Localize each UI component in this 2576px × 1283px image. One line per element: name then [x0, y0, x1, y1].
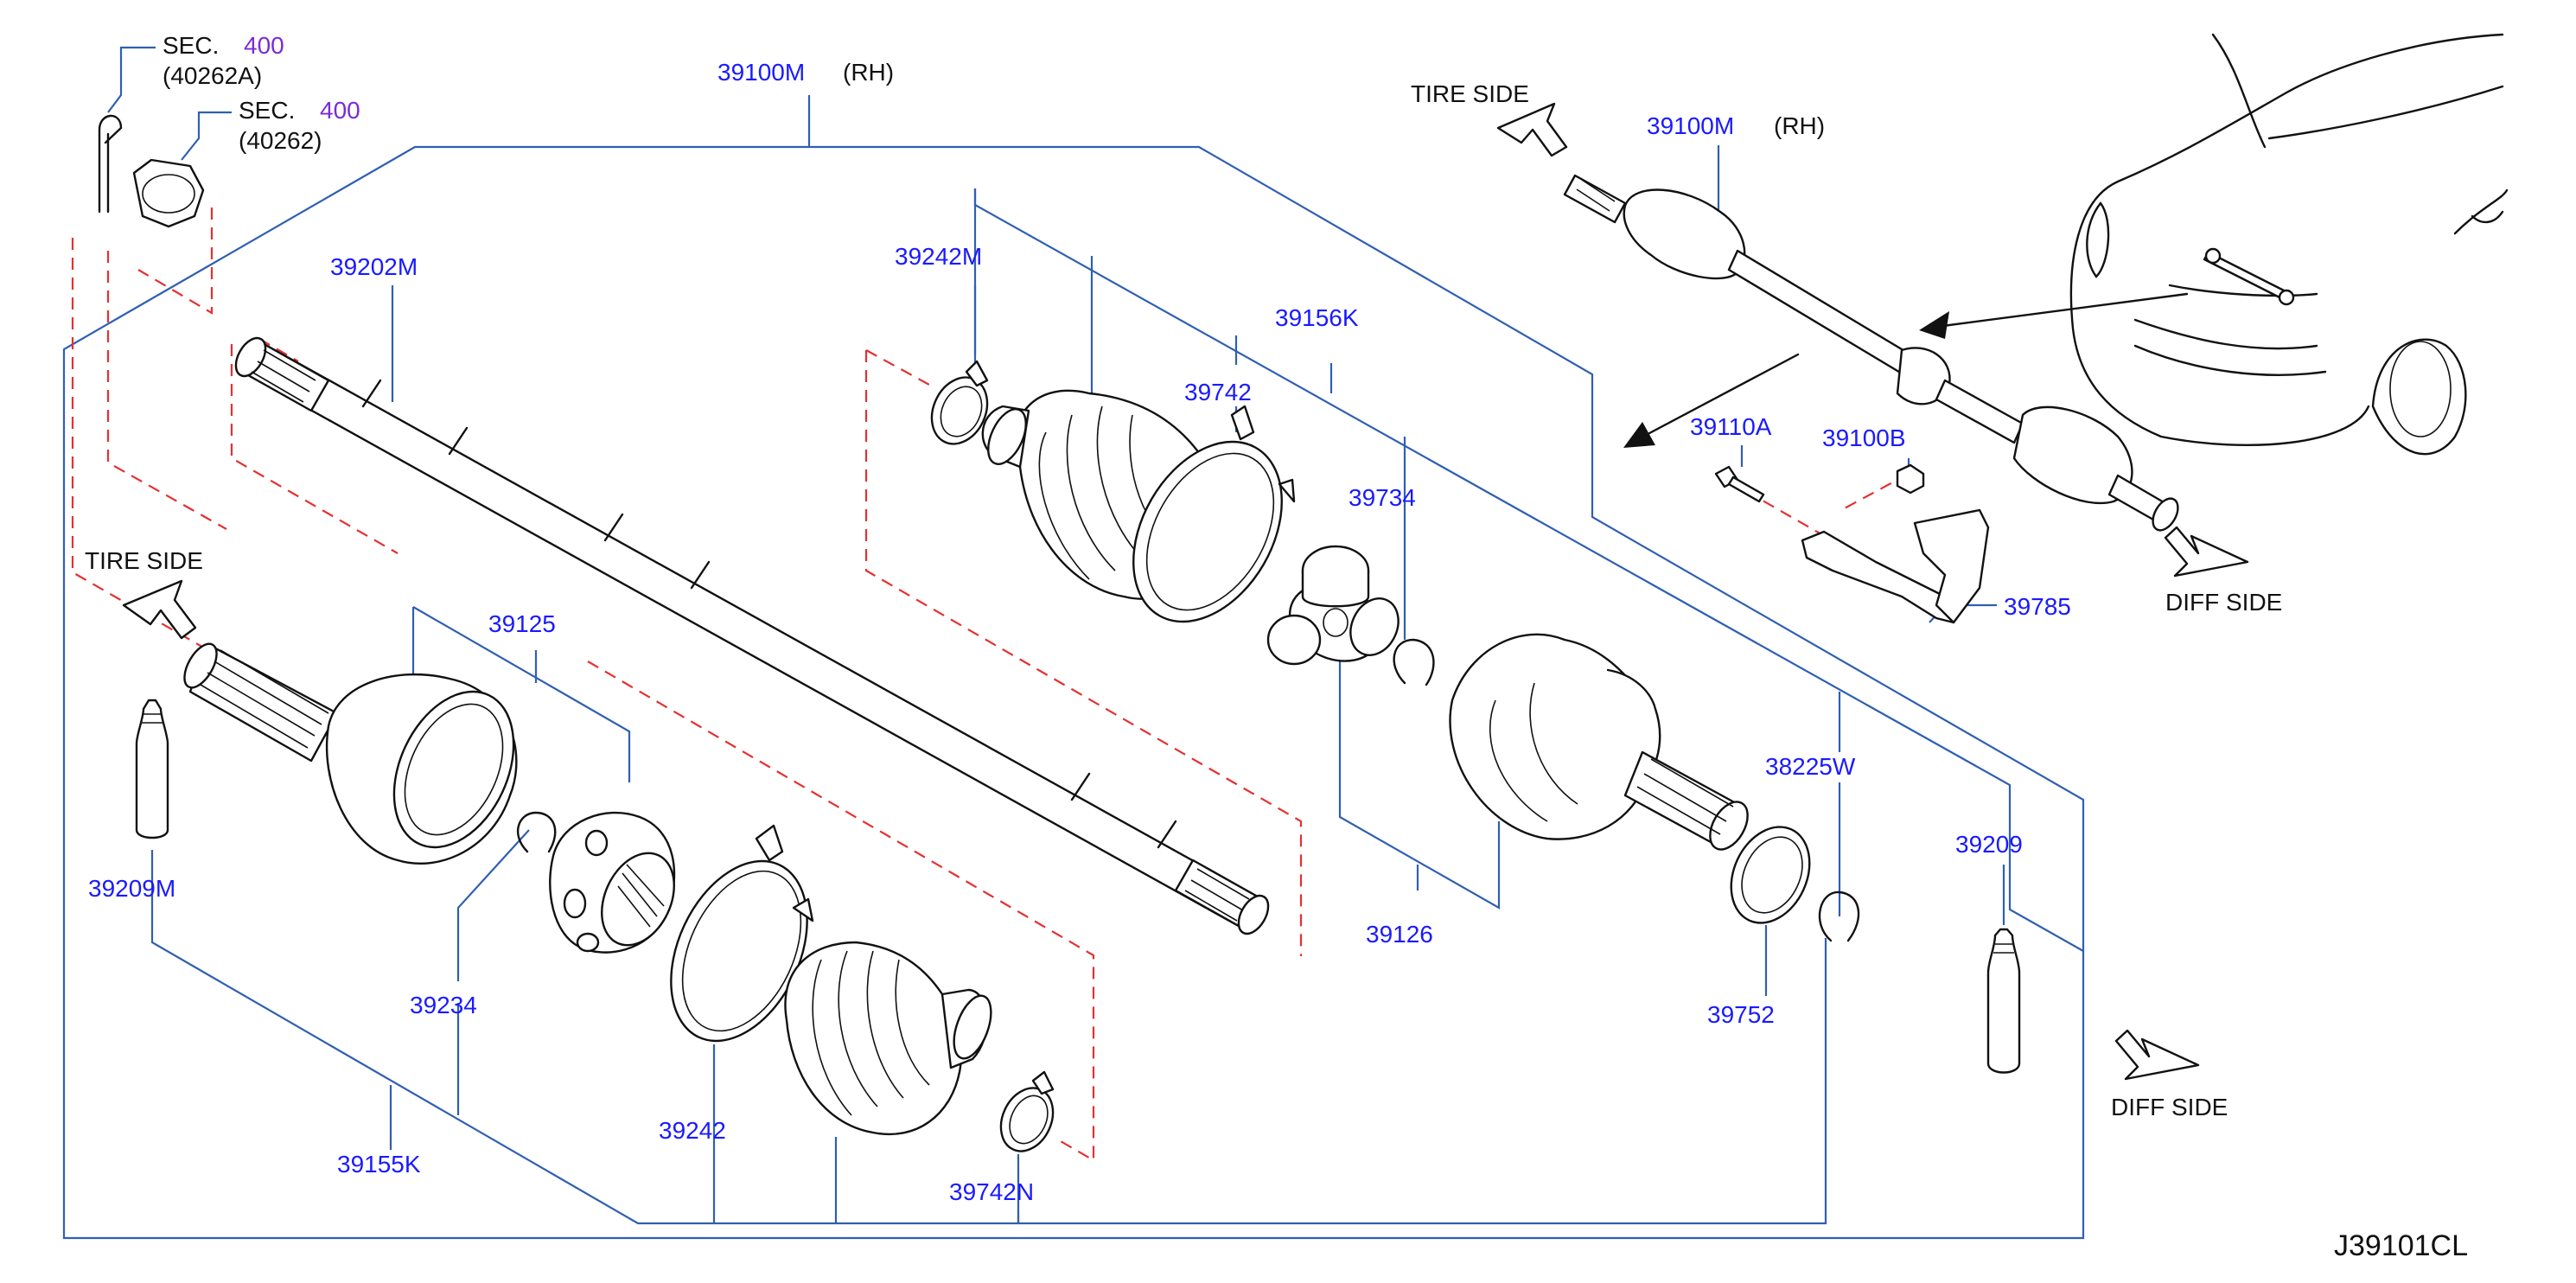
part-label: 39242M	[895, 243, 982, 270]
drive-shaft-39202M	[234, 336, 1270, 935]
large-band-39742	[1132, 405, 1296, 623]
label-sec2-word: SEC.	[239, 97, 295, 124]
label-sec2-num: 400	[320, 97, 360, 124]
snap-ring-38225W	[1818, 890, 1860, 942]
tripod-39125	[549, 811, 676, 954]
part-label: 39734	[1349, 484, 1416, 511]
small-band-39742N	[999, 1070, 1055, 1152]
part-label: 39125	[488, 610, 556, 637]
inset-arrows	[1623, 292, 2189, 448]
part-label: 39126	[1366, 921, 1433, 948]
spider-39734	[1266, 545, 1400, 666]
part-label: 39155K	[337, 1151, 421, 1178]
label-tire-side-left: TIRE SIDE	[85, 547, 203, 574]
nut-39100B	[1896, 463, 1925, 495]
tire-side-arrow-top	[1496, 102, 1568, 157]
label-sec1-word: SEC.	[163, 32, 219, 59]
label-inset-assembly-side: (RH)	[1774, 112, 1825, 139]
ring-39752	[1730, 826, 1811, 924]
bolt-39110A	[1714, 465, 1765, 503]
part-label: 39202M	[330, 253, 418, 280]
part-label: 39100B	[1822, 424, 1906, 451]
outer-cv-joint	[183, 642, 518, 865]
label-diff-side-bottom: DIFF SIDE	[2111, 1094, 2228, 1120]
part-label: 38225W	[1765, 753, 1856, 780]
part-label: 39209	[1955, 831, 2023, 858]
label-sec1-ref: (40262A)	[163, 62, 262, 89]
label-top-assembly-num: 39100M	[717, 59, 805, 86]
diff-side-arrow-bottom	[2114, 1029, 2200, 1081]
label-diff-side-inset: DIFF SIDE	[2165, 589, 2282, 616]
diff-side-arrow-inset	[2164, 526, 2249, 578]
diagram-code: J39101CL	[2334, 1229, 2468, 1262]
label-inset-assembly-num: 39100M	[1647, 112, 1734, 139]
part-label: 39752	[1707, 1001, 1775, 1028]
bracket-39785	[1801, 508, 1990, 624]
part-label: 39785	[2004, 593, 2071, 620]
dashed-assembly-lines	[71, 207, 1946, 1162]
axle-nut	[132, 158, 205, 228]
part-label: 39242	[659, 1117, 726, 1144]
car-outline	[2069, 33, 2509, 456]
cotter-pin	[98, 114, 123, 214]
tire-side-arrow-left	[122, 579, 197, 640]
grease-tube-39209	[1986, 928, 2021, 1074]
part-label: 39742N	[949, 1178, 1034, 1205]
boot-band-39242	[670, 824, 814, 1043]
part-label: 39742	[1184, 379, 1252, 405]
part-label: 39110A	[1690, 413, 1772, 440]
part-label: 39234	[410, 992, 477, 1018]
part-label: 39156K	[1275, 304, 1359, 331]
grease-tube-39209M	[135, 699, 169, 839]
inset-shaft-drawing	[1563, 174, 2179, 532]
part-label: 39209M	[88, 875, 175, 902]
label-sec2-ref: (40262)	[239, 127, 322, 154]
assembly-leader-frame	[62, 46, 2085, 1240]
boot-39155K	[784, 941, 992, 1136]
snap-ring-39734	[1393, 638, 1435, 686]
label-tire-side-top: TIRE SIDE	[1411, 80, 1529, 107]
label-sec1-num: 400	[244, 32, 284, 59]
housing-39126	[1449, 633, 1749, 851]
small-band-39242M	[930, 360, 989, 445]
label-top-assembly-side: (RH)	[843, 59, 894, 86]
snap-ring-39234	[517, 811, 557, 853]
